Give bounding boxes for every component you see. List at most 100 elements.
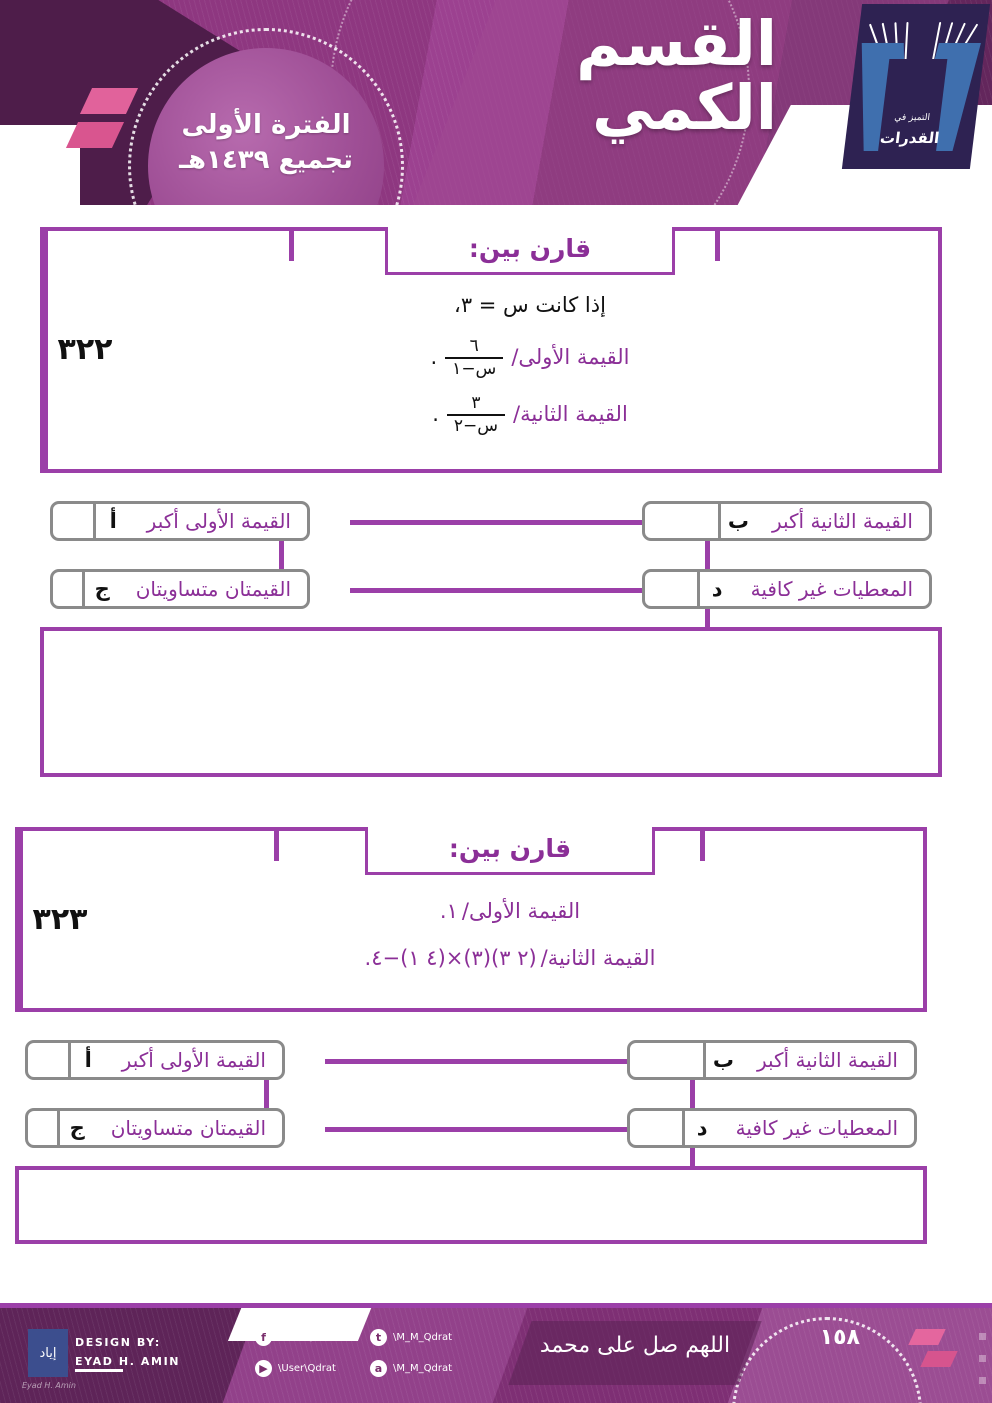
option-a-letter: أ: [92, 503, 131, 538]
option-d[interactable]: المعطيات غير كافية د: [627, 1107, 917, 1148]
option-b-label: القيمة الثانية أكبر: [771, 508, 913, 533]
connector-horizontal-row1: [350, 519, 702, 525]
facebook-handle: \M.M.Qdrat: [278, 1332, 334, 1343]
youtube-handle: \User\Qdrat: [278, 1363, 336, 1374]
option-b-letter: ب: [717, 503, 756, 538]
option-d-label: المعطيات غير كافية: [750, 576, 913, 601]
design-credit-line1: DESIGN BY:: [75, 1336, 161, 1349]
footer-top-rule: [0, 1303, 992, 1308]
question-stem-body: قارن بين: إذا كانت س = ٣، القيمة الأولى/…: [122, 227, 938, 469]
connector-vertical-right: [700, 826, 705, 861]
question-title: قارن بين:: [385, 227, 675, 275]
design-credit-line2: EYAD H. AMIN: [75, 1355, 181, 1369]
option-d-label: المعطيات غير كافية: [735, 1115, 898, 1140]
connector-vertical-mid-right: [690, 1069, 695, 1108]
footer-square-1: [979, 1333, 986, 1340]
option-c[interactable]: القيمتان متساويتان ج: [50, 568, 310, 609]
value-2-label: القيمة الثانية/: [513, 402, 628, 427]
value-1-period: .: [430, 345, 438, 370]
value-1-label: القيمة الأولى/: [511, 345, 630, 370]
question-title: قارن بين:: [365, 826, 655, 875]
value-2-fraction: ٣ س−٢: [446, 392, 506, 437]
footer-square-2: [979, 1355, 986, 1362]
answer-options: القيمة الثانية أكبر ب القيمة الأولى أكبر…: [50, 473, 932, 631]
page-header: الفترة الأولى تجميع ١٤٣٩هـ القسم الكمي ا…: [0, 0, 992, 205]
question-stem-body: قارن بين: القيمة الأولى/ ١. القيمة الثان…: [97, 826, 923, 1008]
social-links: f \M.M.Qdrat t \M_M_Qdrat ▶ \User\Qdrat …: [255, 1329, 485, 1377]
question-value-1: القيمة الأولى/ ١.: [97, 895, 923, 929]
question-value-2: القيمة الثانية/ ٣ س−٢ .: [122, 392, 938, 437]
page-title-line2: الكمي: [592, 71, 778, 145]
value-1-fraction: ٦ س−١: [445, 335, 504, 380]
option-b[interactable]: القيمة الثانية أكبر ب: [627, 1039, 917, 1080]
question-stem: قارن بين: إذا كانت س = ٣، القيمة الأولى/…: [40, 227, 942, 473]
question-value-1: القيمة الأولى/ ٦ س−١ .: [122, 335, 938, 380]
header-subtitle-line2: تجميع ١٤٣٩هـ: [179, 145, 353, 176]
value-2-expression: (٢ ٣)(٣)×(٤ ١)−٤.: [364, 946, 537, 971]
question-value-2: القيمة الثانية/ (٢ ٣)(٣)×(٤ ١)−٤.: [97, 942, 923, 976]
header-subtitle-line1: الفترة الأولى: [181, 110, 351, 140]
option-row-1: القيمة الثانية أكبر ب القيمة الأولى أكبر…: [25, 1039, 917, 1080]
value-2-denominator: س−٢: [446, 414, 506, 437]
value-1-row: القيمة الأولى/ ٦ س−١ .: [430, 335, 630, 380]
option-d-letter: د: [681, 1110, 720, 1145]
option-b-letter: ب: [702, 1042, 741, 1077]
youtube-icon: ▶: [255, 1360, 272, 1377]
option-a-label: القيمة الأولى أكبر: [121, 1047, 266, 1072]
social-link-facebook[interactable]: f \M.M.Qdrat: [255, 1329, 370, 1346]
option-c-label: القيمتان متساويتان: [110, 1115, 266, 1140]
answer-work-area[interactable]: [15, 1165, 927, 1244]
connector-vertical-left: [274, 826, 279, 861]
designer-logo: إياد: [28, 1329, 68, 1377]
value-1-row: القيمة الأولى/ ١.: [440, 895, 580, 929]
question-block: قارن بين: إذا كانت س = ٣، القيمة الأولى/…: [40, 227, 942, 777]
question-block: قارن بين: القيمة الأولى/ ١. القيمة الثان…: [15, 826, 927, 1244]
worksheet-content: قارن بين: إذا كانت س = ٣، القيمة الأولى/…: [0, 227, 992, 1244]
option-d[interactable]: المعطيات غير كافية د: [642, 568, 932, 609]
connector-horizontal-row2: [350, 587, 702, 593]
connector-vertical-mid-left: [264, 1069, 269, 1108]
twitter-icon: t: [370, 1329, 387, 1346]
question-statement: إذا كانت س = ٣، القيمة الأولى/ ٦ س−١ .: [122, 275, 938, 437]
value-2-numerator: ٣: [471, 392, 481, 413]
value-1-label: القيمة الأولى/: [461, 898, 581, 923]
value-2-period: .: [432, 402, 439, 427]
logo-subtext: التميز في: [893, 113, 931, 123]
option-c[interactable]: القيمتان متساويتان ج: [25, 1107, 285, 1148]
designer-signature: Eyad H. Amin: [22, 1381, 76, 1390]
facebook-icon: f: [255, 1329, 272, 1346]
instagram-handle: \M_M_Qdrat: [393, 1363, 453, 1374]
value-2-label: القيمة الثانية/: [540, 946, 656, 971]
option-row-2: المعطيات غير كافية د القيمتان متساويتان …: [50, 530, 932, 609]
option-c-letter: ج: [56, 1110, 95, 1145]
connector-horizontal-row1: [325, 1058, 687, 1064]
value-1-denominator: س−١: [445, 357, 504, 380]
question-stem: قارن بين: القيمة الأولى/ ١. القيمة الثان…: [15, 826, 927, 1012]
value-1-numerator: ٦: [469, 335, 479, 356]
connector-vertical-left: [289, 227, 294, 261]
question-number: ٣٢٣: [19, 830, 97, 1008]
option-b[interactable]: القيمة الثانية أكبر ب: [642, 500, 932, 541]
design-credit-underline: [75, 1369, 123, 1372]
connector-vertical-mid-right: [705, 530, 710, 569]
connector-vertical-to-workbox: [705, 606, 710, 631]
instagram-icon: a: [370, 1360, 387, 1377]
page-footer: ١٥٨ اللهم صل على محمد إياد Eyad H. Amin …: [0, 1303, 992, 1403]
design-credit: DESIGN BY: EYAD H. AMIN: [75, 1333, 180, 1372]
option-d-letter: د: [696, 571, 735, 606]
header-white-corner-left: [0, 125, 80, 205]
option-c-letter: ج: [81, 571, 120, 606]
social-link-instagram[interactable]: a \M_M_Qdrat: [370, 1360, 485, 1377]
option-row-2: المعطيات غير كافية د القيمتان متساويتان …: [25, 1069, 917, 1148]
question-number: ٣٢٢: [44, 231, 122, 469]
option-a-label: القيمة الأولى أكبر: [146, 508, 291, 533]
option-row-1: القيمة الثانية أكبر ب القيمة الأولى أكبر…: [50, 500, 932, 541]
option-c-label: القيمتان متساويتان: [135, 576, 291, 601]
option-a[interactable]: القيمة الأولى أكبر أ: [25, 1039, 285, 1080]
connector-vertical-right: [715, 227, 720, 261]
social-link-twitter[interactable]: t \M_M_Qdrat: [370, 1329, 485, 1346]
social-link-youtube[interactable]: ▶ \User\Qdrat: [255, 1360, 370, 1377]
option-a[interactable]: القيمة الأولى أكبر أ: [50, 500, 310, 541]
answer-work-area[interactable]: [40, 626, 942, 777]
twitter-handle: \M_M_Qdrat: [393, 1332, 453, 1343]
